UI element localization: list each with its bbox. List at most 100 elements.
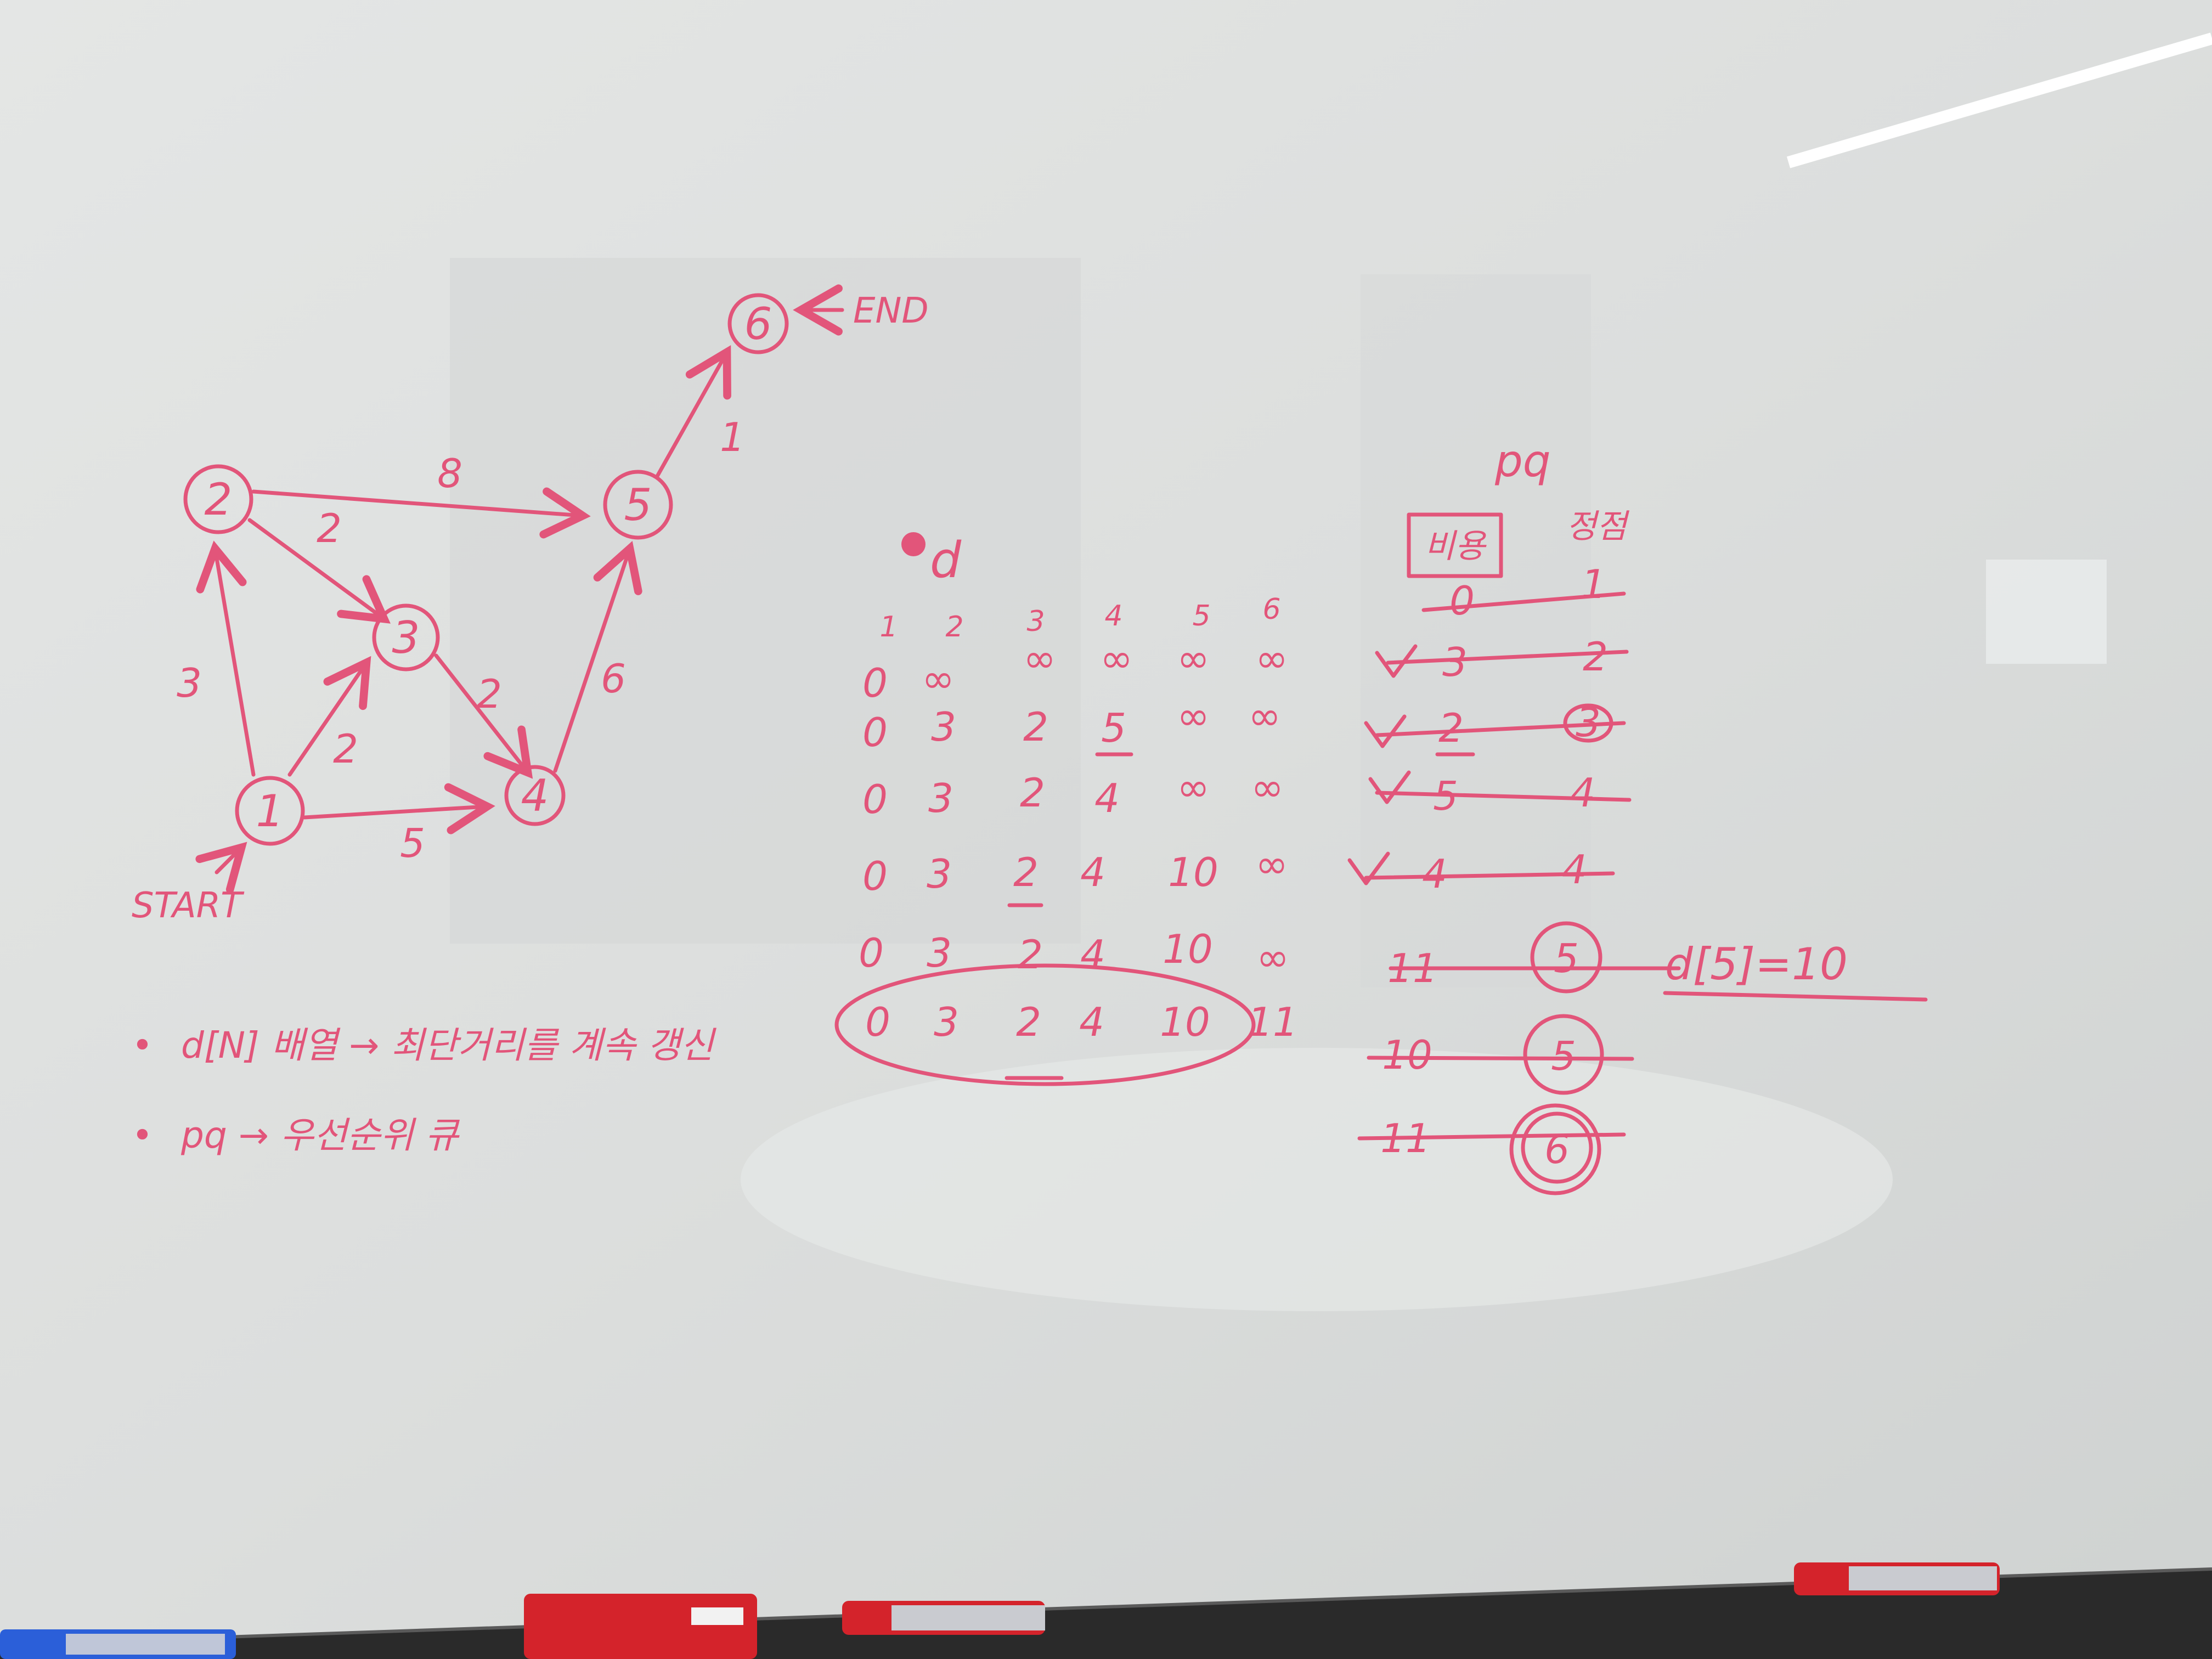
node-label: 2 — [205, 474, 233, 525]
strike-line — [1421, 591, 1626, 612]
pq-row: 2 3 — [1364, 699, 1626, 757]
reflection-panel — [450, 258, 1081, 944]
pq-row: 10 5 — [1367, 1014, 1634, 1095]
priority-queue: pq 비용 정점 0 1 3 2 2 3 5 4 — [1347, 436, 1928, 1195]
side-note-underline — [1663, 991, 1928, 1002]
check-mark — [1368, 770, 1411, 804]
header-cell: 1 — [879, 611, 898, 644]
vertex-circle — [1521, 1111, 1593, 1184]
edge-3-4 — [434, 653, 533, 779]
table-cell: 2 — [1013, 849, 1039, 895]
node-1: 1 — [235, 776, 305, 846]
reflection-table — [741, 1048, 1893, 1311]
table-row: 0 3 2 4 ∞ ∞ — [862, 764, 1284, 822]
node-2: 2 — [183, 464, 253, 534]
light-reflection — [1786, 32, 2212, 168]
pq-row: 3 2 — [1375, 634, 1629, 685]
cost-header-box — [1407, 512, 1503, 578]
table-cell: 0 — [865, 999, 890, 1045]
table-cell: 3 — [931, 704, 956, 750]
table-cell: 0 — [862, 853, 888, 899]
table-cell: ∞ — [1177, 764, 1210, 810]
table-cell: ∞ — [1251, 764, 1284, 810]
edge-1-3 — [287, 656, 371, 777]
blue-marker[interactable] — [0, 1629, 236, 1659]
table-cell: 10 — [1168, 849, 1218, 895]
node-3: 3 — [372, 603, 440, 672]
table-cell: 10 — [1163, 926, 1213, 972]
pq-vertex: 5 — [1554, 935, 1579, 981]
node-5: 5 — [603, 470, 673, 540]
edge-2-5 — [251, 487, 591, 539]
pq-cost: 10 — [1382, 1032, 1432, 1078]
table-cell: 4 — [1080, 932, 1105, 978]
header-cell: 3 — [1026, 605, 1045, 638]
table-cell: 5 — [1101, 705, 1126, 751]
node-label: 4 — [521, 770, 549, 821]
strike-line — [1386, 650, 1629, 665]
table-cell: ∞ — [1177, 693, 1210, 739]
table-cell: 2 — [1023, 704, 1048, 750]
red-marker[interactable] — [842, 1601, 1045, 1635]
pq-cost: 2 — [1438, 705, 1464, 751]
table-cell: ∞ — [1255, 841, 1288, 887]
weight-3-4: 2 — [477, 671, 502, 717]
pq-row: 11 6 — [1357, 1103, 1626, 1195]
cost-header: 비용 — [1425, 527, 1487, 566]
table-cell: 3 — [927, 851, 952, 897]
table-cell: 0 — [862, 660, 888, 706]
table-cell: 0 — [859, 930, 884, 976]
table-cell: 3 — [934, 999, 959, 1045]
weight-4-5: 6 — [601, 656, 626, 702]
final-row-circle — [834, 963, 1256, 1086]
note-bullet: • — [132, 1114, 153, 1156]
table-cell: 10 — [1160, 999, 1210, 1045]
pq-title: pq — [1494, 436, 1551, 487]
vertex-header: 정점 — [1566, 507, 1630, 546]
header-cell: 2 — [945, 611, 963, 644]
edge-2-3 — [247, 518, 391, 624]
table-cell: 0 — [862, 776, 888, 822]
note-bullet: • — [132, 1024, 153, 1066]
node-6: 6 — [727, 293, 789, 354]
table-cell: 3 — [928, 775, 953, 821]
pq-vertex: 5 — [1551, 1033, 1576, 1079]
eraser[interactable] — [524, 1594, 757, 1659]
header-cell: 4 — [1104, 600, 1122, 633]
strike-line — [1357, 1132, 1626, 1141]
pq-vertex: 4 — [1562, 847, 1587, 893]
weight-1-4: 5 — [400, 820, 425, 866]
pq-cost: 0 — [1449, 578, 1475, 624]
table-row-final: 0 3 2 4 10 11 — [834, 963, 1298, 1086]
vertex-circle — [1509, 1103, 1601, 1195]
edge-1-2 — [196, 540, 256, 777]
end-label: END — [853, 291, 929, 331]
pq-row: 4 4 — [1347, 847, 1615, 897]
table-header: 1 2 3 4 5 6 — [879, 593, 1280, 644]
table-cell: ∞ — [1256, 934, 1289, 980]
table-cell: ∞ — [1255, 635, 1288, 681]
table-cell: 4 — [1079, 999, 1104, 1045]
pq-vertex: 6 — [1544, 1126, 1570, 1172]
distance-table: d 1 2 3 4 5 6 0 ∞ ∞ ∞ ∞ ∞ 0 3 2 5 ∞ ∞ — [834, 532, 1298, 1086]
table-cell: ∞ — [1100, 635, 1133, 681]
red-marker[interactable] — [1794, 1562, 2000, 1595]
weight-1-3: 2 — [333, 726, 358, 772]
node-label: 3 — [392, 612, 420, 663]
table-cell: 4 — [1094, 775, 1120, 821]
notes: • d[N] 배열 → 최단거리를 계속 갱신 • pq → 우선순위 큐 — [132, 1024, 716, 1156]
edge-1-4 — [302, 783, 495, 834]
node-label: 5 — [624, 479, 652, 531]
note-text: d[N] 배열 → 최단거리를 계속 갱신 — [181, 1024, 716, 1066]
table-cell: 0 — [862, 709, 888, 755]
table-cell: 2 — [1016, 999, 1041, 1045]
weight-2-5: 8 — [437, 450, 462, 496]
strike-line — [1364, 871, 1615, 880]
table-cell: 4 — [1080, 849, 1105, 895]
graph: 1 2 3 4 5 6 3 2 5 2 8 2 6 1 — [132, 284, 929, 926]
weight-5-6: 1 — [720, 414, 745, 460]
reflection-panel — [1361, 274, 1591, 988]
pq-vertex: 1 — [1581, 561, 1606, 607]
